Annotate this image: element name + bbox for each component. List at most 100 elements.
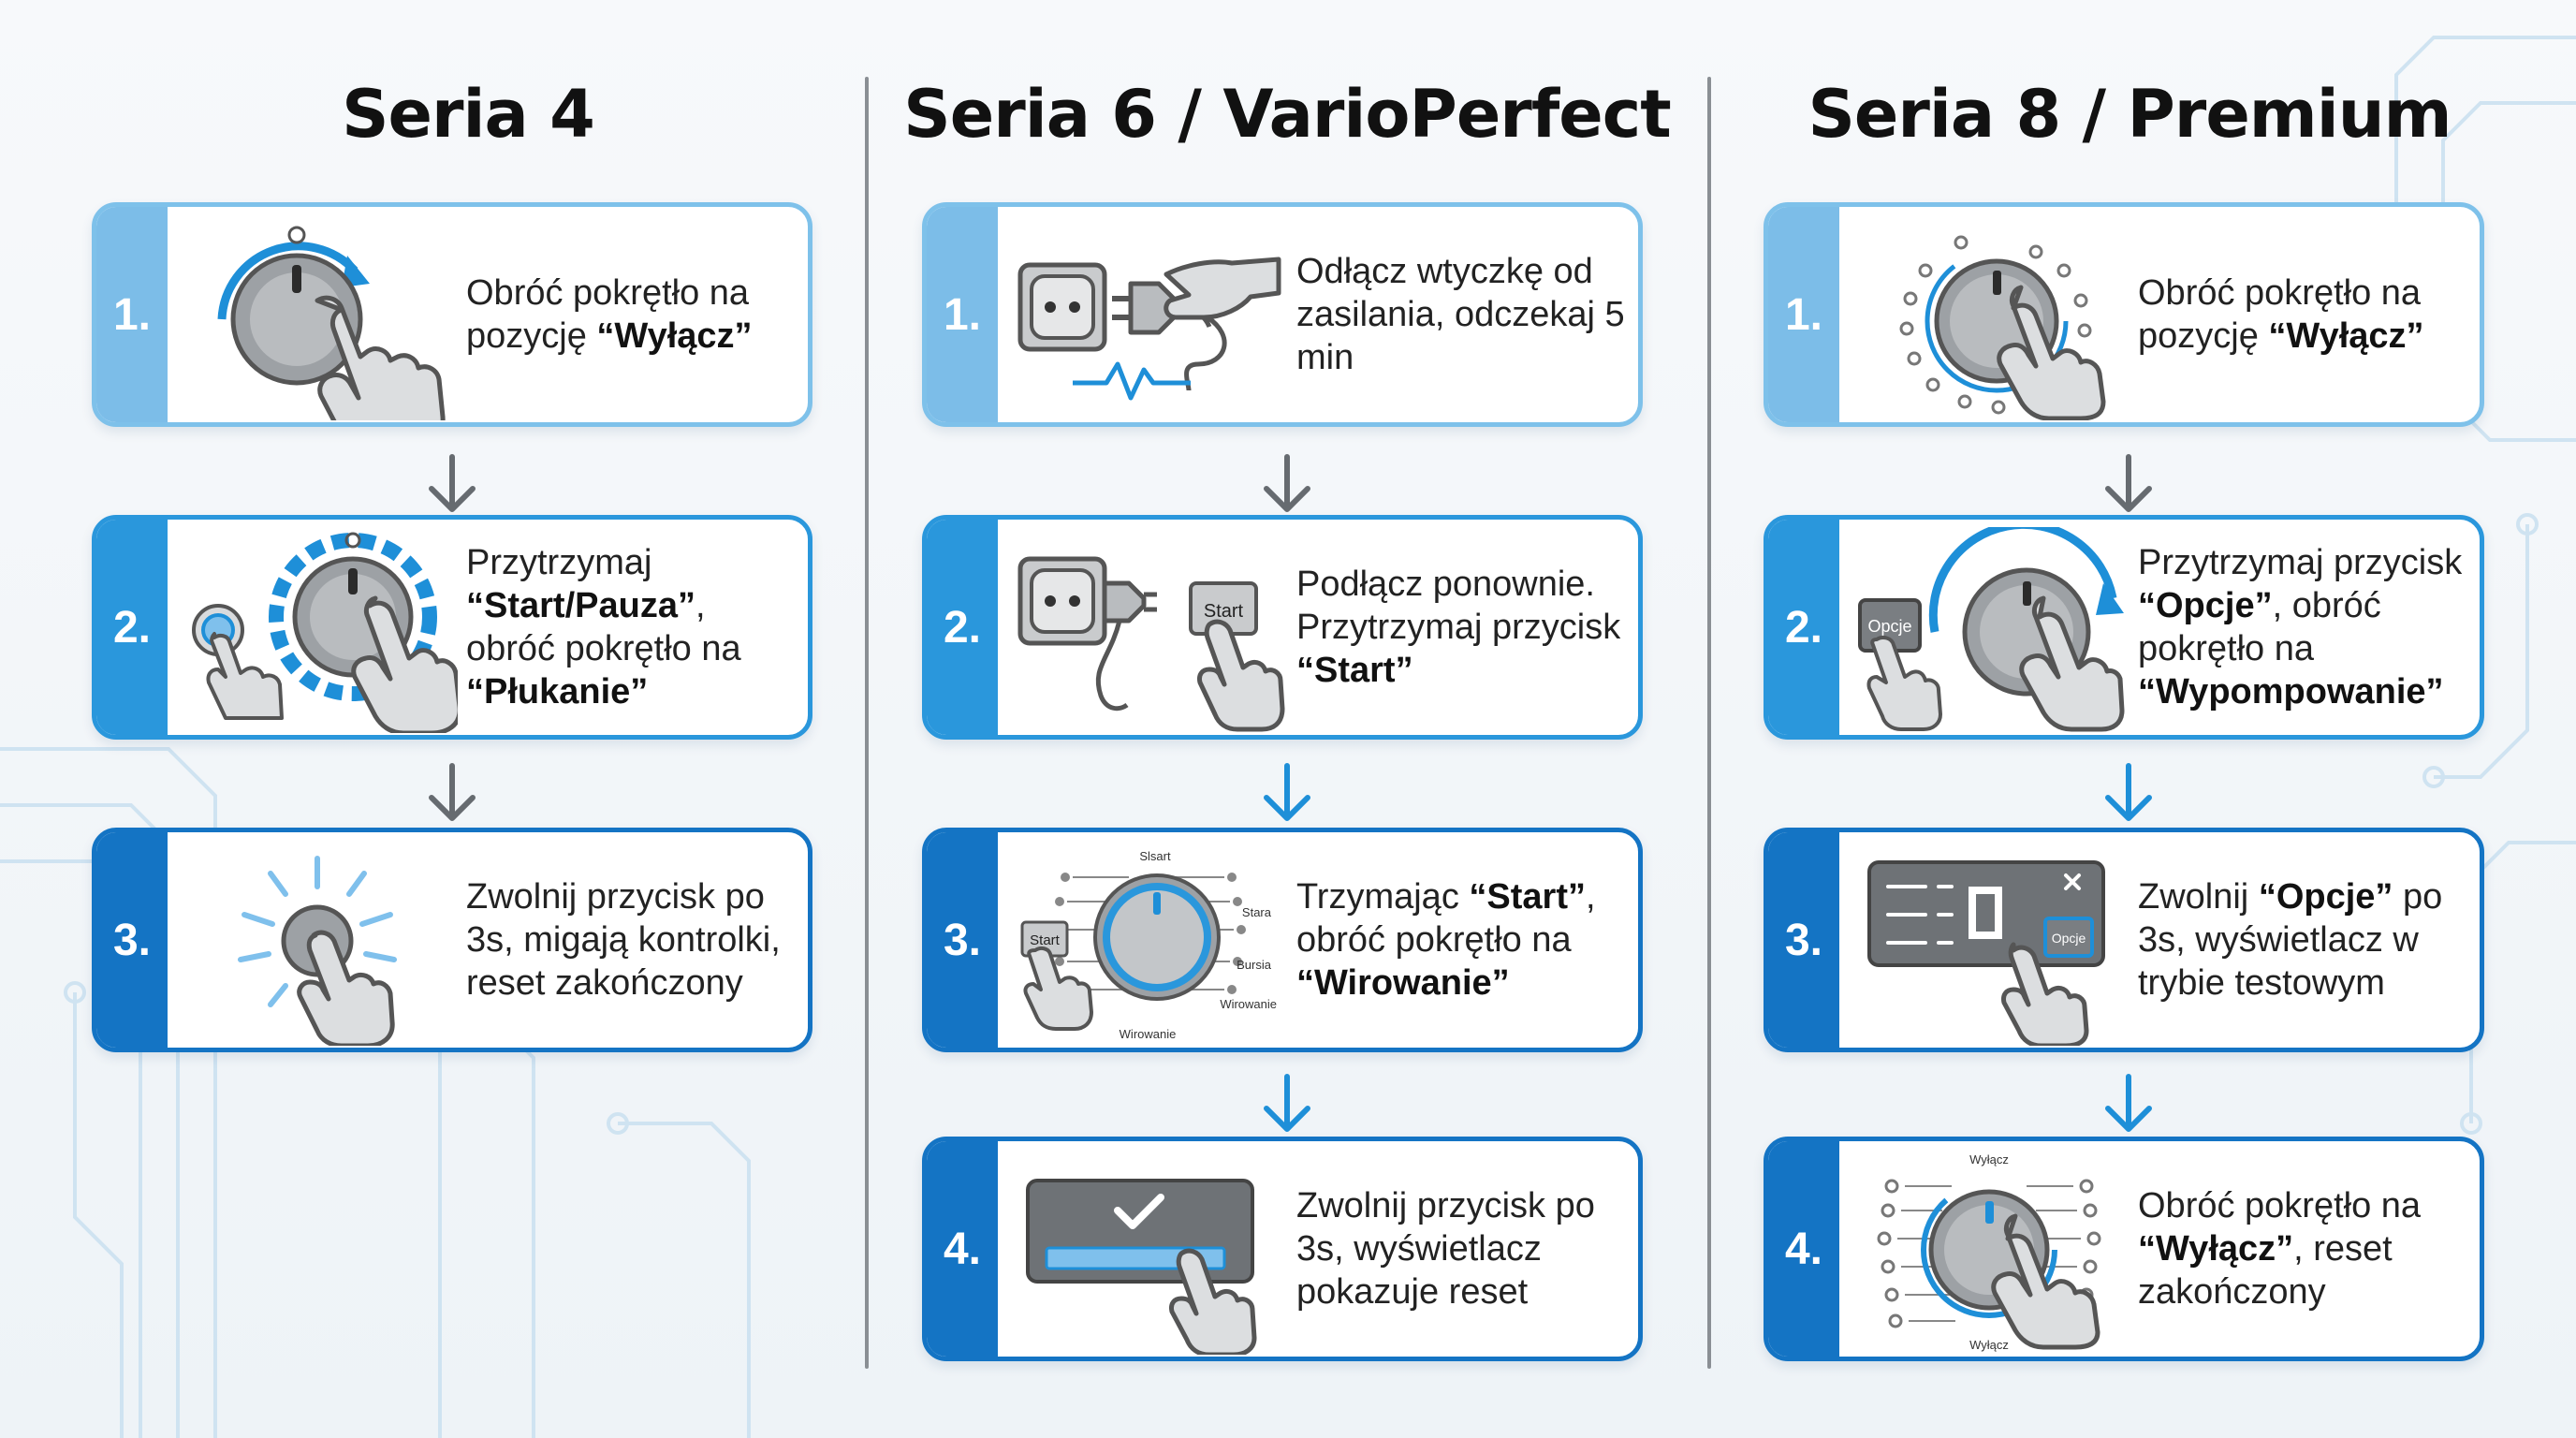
step-text-segment: Odłącz wtyczkę od zasilania, odczekaj 5 … <box>1296 252 1625 377</box>
step-card: 1. Obróć pokrętło na pozycję “Wyłącz” <box>1764 202 2484 427</box>
opcje-and-knob-icon: Opcje <box>1858 527 2125 732</box>
down-arrow-icon <box>2105 454 2152 512</box>
step-number: 4. <box>1768 1141 1839 1357</box>
step-text: Zwolnij “Opcje” po 3s, wyświetlacz w try… <box>2138 832 2468 1048</box>
down-arrow-icon <box>1264 454 1310 512</box>
dial-off-icon: Wyłącz Wyłącz <box>1877 1152 2101 1352</box>
step-text-content: Obróć pokrętło na pozycję “Wyłącz” <box>2138 271 2468 358</box>
step-text: Obróć pokrętło na “Wyłącz”, reset zakońc… <box>2138 1141 2468 1357</box>
step-text-bold: “Wirowanie” <box>1296 963 1510 1003</box>
column-title-seria-6: Seria 6 / VarioPerfect <box>903 76 1671 153</box>
dial-label-slsart: Slsart <box>1139 849 1171 863</box>
down-arrow-icon <box>1264 1074 1310 1132</box>
step-card: 4. Zwolnij przycisk po 3s, wyświetlacz p… <box>922 1137 1643 1361</box>
step-text: Przytrzymaj przycisk “Opcje”, obróć pokr… <box>2138 520 2468 735</box>
opcje-button-label: Opcje <box>1867 617 1911 636</box>
step-text: Przytrzymaj “Start/Pauza”, obróć pokrętł… <box>466 520 797 735</box>
step-card: 3. Opcje Zwolnij “Opcje” po 3s, wyświetl… <box>1764 828 2484 1052</box>
step-card: 2. Przytrzymaj “Start/Pauza”, obróć pokr… <box>92 515 812 740</box>
down-arrow-icon <box>2105 763 2152 821</box>
knob-turn-icon <box>217 226 446 420</box>
step-text-bold: “Płukanie” <box>466 672 649 712</box>
step-text: Zwolnij przycisk po 3s, migają kontrolki… <box>466 832 797 1048</box>
step-text: Trzymając “Start”, obróć pokrętło na “Wi… <box>1296 832 1627 1048</box>
step-text-bold: “Start” <box>1469 877 1586 917</box>
step-text-segment: Zwolnij przycisk po 3s, migają kontrolki… <box>466 877 781 1003</box>
column-divider-right <box>1707 77 1711 1369</box>
step-text-content: Przytrzymaj przycisk “Opcje”, obróć pokr… <box>2138 541 2468 713</box>
step-text: Odłącz wtyczkę od zasilania, odczekaj 5 … <box>1296 207 1627 422</box>
dial-label-bursia: Bursia <box>1237 958 1272 972</box>
column-title-seria-4: Seria 4 <box>342 76 595 153</box>
step-text-segment: , obróć pokrętło na <box>1296 877 1596 960</box>
step-text-segment: Zwolnij przycisk po 3s, wyświetlacz poka… <box>1296 1186 1595 1312</box>
step-text-content: Podłącz ponownie. Przytrzymaj przycisk “… <box>1296 563 1627 692</box>
dial-label-wirowanie-bottom: Wirowanie <box>1120 1027 1177 1041</box>
dial-label-wylacz-bottom: Wyłącz <box>1969 1338 2009 1352</box>
step-text-bold: “Start” <box>1296 651 1413 690</box>
step-text-segment: Zwolnij <box>2138 877 2259 917</box>
column-title-seria-8: Seria 8 / Premium <box>1808 76 2452 153</box>
step-number: 4. <box>927 1141 998 1357</box>
start-and-dial-icon: Slsart Stara Bursia Wirowanie Wirowanie … <box>1020 849 1277 1041</box>
dial-label-wirowanie-right: Wirowanie <box>1220 997 1277 1011</box>
step-text-bold: “Wyłącz” <box>2268 316 2424 356</box>
unplug-icon <box>1017 257 1281 401</box>
step-text-content: Obróć pokrętło na pozycję “Wyłącz” <box>466 271 797 358</box>
button-release-icon <box>238 856 397 1046</box>
step-number: 3. <box>927 832 998 1048</box>
step-text-segment: Obróć pokrętło na pozycję <box>466 273 750 356</box>
step-text-content: Zwolnij przycisk po 3s, migają kontrolki… <box>466 875 797 1005</box>
step-card: 2. Start Podłącz ponownie. Przytrzymaj p… <box>922 515 1643 740</box>
step-card: 2. Opcje Przytrzymaj przycisk “Opcje”, o… <box>1764 515 2484 740</box>
step-text-bold: “Wyłącz” <box>2138 1229 2294 1269</box>
step-number: 3. <box>1768 832 1839 1048</box>
step-number: 2. <box>927 520 998 735</box>
step-text-segment: , reset zakończony <box>2138 1229 2393 1312</box>
step-text-content: Zwolnij przycisk po 3s, wyświetlacz poka… <box>1296 1184 1627 1313</box>
button-and-knob-icon <box>192 532 458 733</box>
step-text-content: Odłącz wtyczkę od zasilania, odczekaj 5 … <box>1296 250 1627 379</box>
opcje-button-label: Opcje <box>2052 931 2086 946</box>
step-card: 3. Slsart Stara Bursia Wirowanie Wirowan… <box>922 828 1643 1052</box>
step-text-segment: , obróć pokrętło na <box>466 586 741 668</box>
step-number: 2. <box>1768 520 1839 735</box>
step-number: 1. <box>927 207 998 422</box>
step-text-bold: “Wyłącz” <box>596 316 753 356</box>
step-text-segment: Obróć pokrętło na <box>2138 1186 2422 1225</box>
step-text-content: Zwolnij “Opcje” po 3s, wyświetlacz w try… <box>2138 875 2468 1005</box>
step-text-segment: Trzymając <box>1296 877 1470 917</box>
step-text-bold: “Wypompowanie” <box>2138 672 2444 712</box>
column-divider-left <box>865 77 869 1369</box>
dial-label-wylacz-top: Wyłącz <box>1969 1152 2009 1167</box>
step-text-segment: Podłącz ponownie. Przytrzymaj przycisk <box>1296 565 1621 647</box>
down-arrow-icon <box>1264 763 1310 821</box>
step-text-bold: “Opcje” <box>2138 586 2273 625</box>
step-card: 1. Obróć pokrętło na pozycję “Wyłącz” <box>92 202 812 427</box>
step-text-segment: Obróć pokrętło na pozycję <box>2138 273 2422 356</box>
step-text: Obróć pokrętło na pozycję “Wyłącz” <box>466 207 797 422</box>
step-card: 3. Zwolnij przycisk po 3s, migają kontro… <box>92 828 812 1052</box>
step-number: 1. <box>1768 207 1839 422</box>
step-text-content: Przytrzymaj “Start/Pauza”, obróć pokrętł… <box>466 541 797 713</box>
display-reset-icon <box>1026 1179 1257 1355</box>
step-text-segment: Przytrzymaj <box>466 543 652 582</box>
down-arrow-icon <box>2105 1074 2152 1132</box>
dial-label-stara: Stara <box>1242 905 1272 919</box>
step-number: 2. <box>96 520 168 735</box>
step-text: Zwolnij przycisk po 3s, wyświetlacz poka… <box>1296 1141 1627 1357</box>
plug-in-start-icon: Start <box>1017 556 1285 732</box>
step-number: 1. <box>96 207 168 422</box>
down-arrow-icon <box>429 454 476 512</box>
step-card: 1. Odłącz wtyczkę od zasilania, odczekaj… <box>922 202 1643 427</box>
step-text-content: Trzymając “Start”, obróć pokrętło na “Wi… <box>1296 875 1627 1005</box>
step-text-segment: po 3s, wyświetlacz w trybie testowym <box>2138 877 2443 1003</box>
start-button-label: Start <box>1030 932 1061 948</box>
step-text-segment: Przytrzymaj przycisk <box>2138 543 2463 582</box>
down-arrow-icon <box>429 763 476 821</box>
step-text: Obróć pokrętło na pozycję “Wyłącz” <box>2138 207 2468 422</box>
step-text-segment: , obróć pokrętło na <box>2138 586 2381 668</box>
step-number: 3. <box>96 832 168 1048</box>
test-mode-display-icon: Opcje <box>1867 860 2105 1046</box>
step-text-content: Obróć pokrętło na “Wyłącz”, reset zakońc… <box>2138 1184 2468 1313</box>
